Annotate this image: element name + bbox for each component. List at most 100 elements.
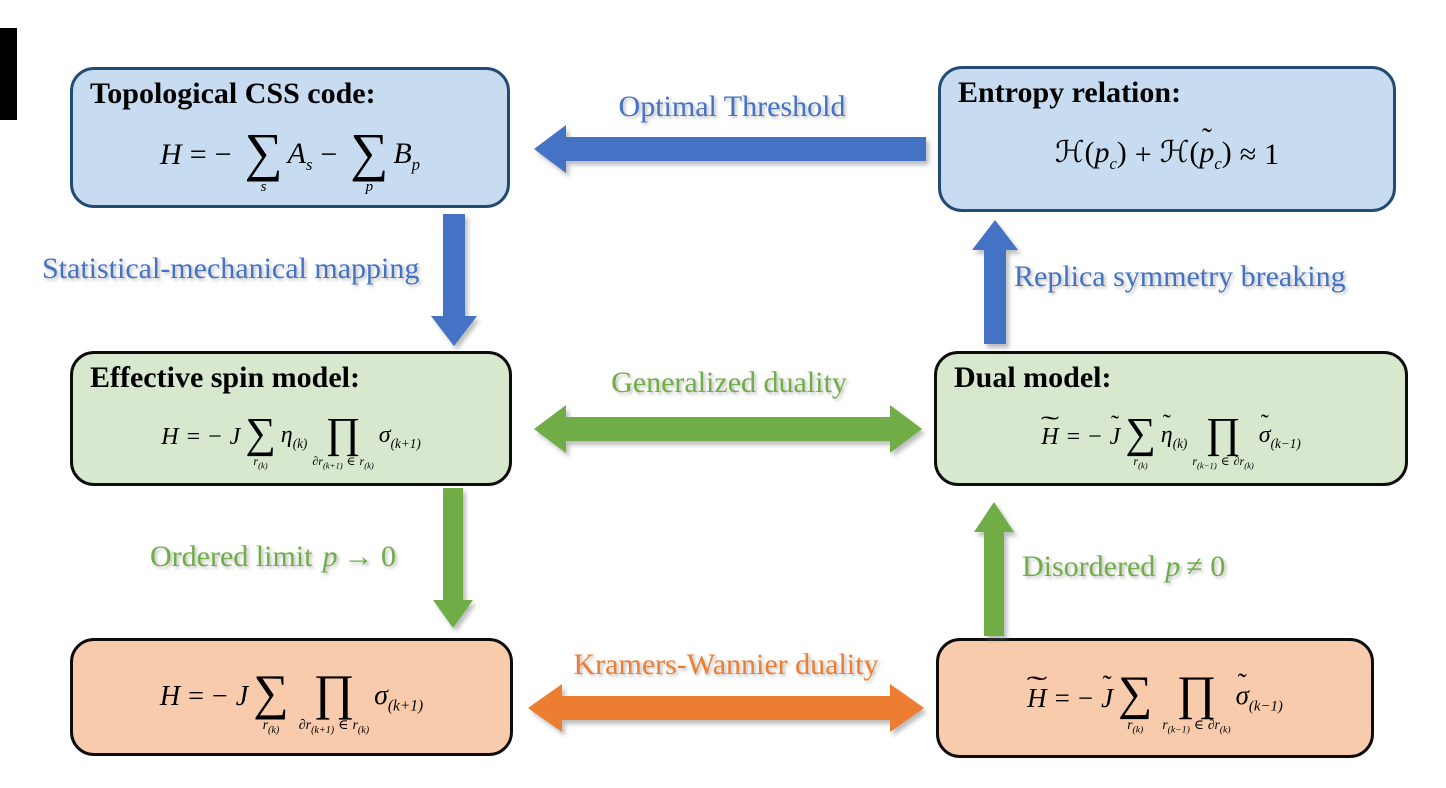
math-var: B [393,136,412,170]
math-sub: (k−1) [1270,436,1301,452]
arrowhead-right-icon [890,684,924,732]
arrowhead-up-icon [974,502,1014,532]
math-sub: (k+1) [311,724,335,736]
arrowhead-right-icon [890,405,922,453]
sum-limit: r(k) [263,717,280,737]
math-op: − [1088,423,1102,450]
tilde-var: ˜H [1027,671,1048,713]
math-op: = [186,423,201,450]
arrow-shaft [443,214,465,316]
box-ordered-spin-model: H = − J ∑ r(k) ∏ ∂r(k+1)∈r(k) σ(k+1) [70,638,513,756]
arrowhead-down-icon [431,316,477,346]
arrow-shaft [443,488,463,600]
sum-limit: r(k) [1133,454,1147,471]
formula-dual-ordered-model: ˜H = − ˜J ∑ r(k) ∏ r(k−1)∈∂r(k) ˜σ(k−1) [939,641,1371,755]
tilde-var: ˜H [1041,413,1059,451]
math-sub: s [305,154,313,174]
math-var: σ [1235,680,1249,711]
tilde-mark: ˜ [1102,669,1112,700]
arrowhead-left-icon [534,125,566,173]
tilde-mark: ˜ [1260,410,1269,437]
math-sub: c [1109,154,1117,174]
box-dual-model: Dual model: ˜H = − ˜J ∑ r(k) ˜η(k) ∏ r(k… [934,351,1408,486]
math-var: r [1192,454,1197,469]
product-operator: ∏ ∂r(k+1)∈r(k) [312,403,373,471]
arrow-shaft [560,696,892,720]
math-term: σ(k+1) [374,680,423,715]
box-title: Effective spin model: [90,361,360,394]
label-kramers-wannier-duality: Kramers-Wannier duality [573,648,879,681]
math-term: σ(k+1) [379,422,421,452]
product-symbol: ∏ [325,409,361,457]
box-dual-ordered-model: ˜H = − ˜J ∑ r(k) ∏ r(k−1)∈∂r(k) ˜σ(k−1) [936,638,1374,758]
arrow-shaft [984,532,1004,636]
sum-symbol: ∑ [253,664,289,720]
paren: ( [1084,136,1095,170]
math-term: ˜σ(k−1) [1259,411,1301,452]
tilde-var: ˜σ [1235,668,1249,711]
math-term: ˜η(k) [1161,411,1188,452]
math-var: σ [378,422,391,449]
tilde-mark: ˜ [1110,412,1119,439]
sum-limit: s [260,178,267,195]
math-sub: (k) [268,724,280,736]
math-op: = [1054,682,1070,713]
math-op: − [214,138,232,172]
math-op: ≈ [1239,137,1257,171]
sum-operator: ∑ r(k) [1118,659,1152,736]
tilde-mark: ˜ [1237,667,1247,698]
box-entropy-relation: Entropy relation: ℋ(pc) + ℋ(˜pc) ≈ 1 [938,66,1396,212]
math-sub: (k) [357,724,370,736]
sum-operator: ∑ r(k) [1125,403,1155,471]
math-var: r [359,454,365,469]
product-limit: r(k−1)∈∂r(k) [1162,717,1230,737]
math-sub: (k) [292,436,308,452]
product-operator: ∏ r(k−1)∈∂r(k) [1192,403,1253,471]
math-sub: (k−1) [1197,460,1217,471]
math-term: Bp [393,137,420,174]
math-term: ˜σ(k−1) [1235,668,1283,715]
math-var: r [352,717,358,733]
math-var: ∂r [312,454,323,469]
product-operator: ∏ ∂r(k+1)∈r(k) [299,657,369,737]
screen-corner-mark [0,28,17,120]
math-sub: (k+1) [390,436,421,452]
math-sub: c [1214,154,1222,174]
tilde-var: ˜p [1199,122,1214,170]
math-op: − [211,681,228,713]
sum-symbol: ∑ [1118,666,1153,720]
math-num: 1 [1264,137,1280,171]
math-var: r [262,717,269,733]
label-math: ≠ 0 [1186,550,1226,583]
arrowhead-left-icon [534,405,566,453]
sum-operator: ∑ r(k) [245,403,275,471]
math-sub: (k+1) [322,460,343,471]
product-symbol: ∏ [313,664,355,720]
arrow-shaft [984,250,1006,344]
math-sub: (k−1) [1248,698,1283,715]
label-math: → 0 [343,540,396,573]
math-op: = [189,138,207,172]
label-generalized-duality: Generalized duality [611,366,847,399]
paren: ) [1116,136,1127,170]
math-op: = [188,681,204,713]
script-h: ℋ [1159,136,1190,170]
math-sub: (k) [258,460,268,471]
arrowhead-down-icon [433,600,473,628]
math-var: r [1162,716,1168,732]
math-var: J [1109,423,1121,450]
formula-dual-model: ˜H = − ˜J ∑ r(k) ˜η(k) ∏ r(k−1)∈∂r(k) ˜σ… [937,396,1405,484]
math-var: ∂r [298,717,312,733]
sum-limit: p [365,178,374,195]
label-statistical-mechanical-mapping: Statistical-mechanical mapping [42,252,420,285]
math-var: p [1094,136,1110,170]
sum-symbol: ∑ [1125,409,1156,457]
math-var: r [253,454,259,469]
script-h: ℋ [1054,136,1085,170]
math-var: σ [374,679,388,711]
arrowhead-up-icon [972,220,1018,250]
math-sub: p [411,154,420,174]
box-title: Entropy relation: [958,76,1182,109]
